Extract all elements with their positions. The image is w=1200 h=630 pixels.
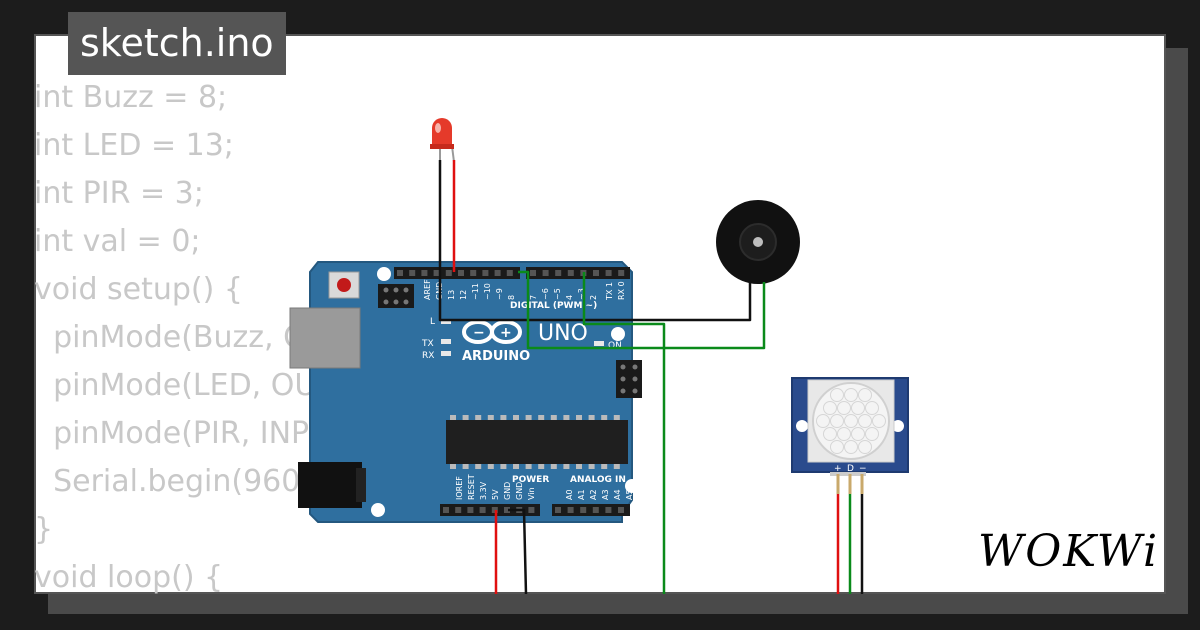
- bottom-pin-label: A2: [589, 489, 598, 500]
- circuit-diagram: − + UNO ARDUINO DIGITAL (PWM ~) L TX RX …: [289, 118, 909, 594]
- tx-label: TX: [421, 339, 434, 349]
- top-pin-label: ~6: [541, 288, 550, 300]
- bottom-pin-label: A4: [613, 489, 622, 500]
- piezo-buzzer[interactable]: [716, 200, 800, 284]
- led-l-label: L: [430, 317, 435, 327]
- bottom-pin-label: A0: [565, 489, 574, 500]
- wokwi-logo: WOKWi: [978, 526, 1160, 577]
- board-brand-label: ARDUINO: [462, 349, 530, 364]
- top-pin-label: 12: [459, 290, 468, 300]
- bottom-pin-label: RESET: [467, 474, 476, 500]
- top-pin-label: 4: [565, 295, 574, 300]
- top-pin-label: RX 0: [617, 281, 626, 300]
- top-pin-label: AREF: [423, 279, 432, 300]
- icsp-header: [378, 284, 414, 308]
- buzzer-positive-wire: [518, 270, 766, 350]
- bottom-pin-label: GND: [515, 482, 524, 500]
- rx-label: RX: [422, 351, 434, 361]
- usb-port: [289, 307, 361, 369]
- board-model-label: UNO: [538, 321, 588, 346]
- sketch-title: sketch.ino: [68, 12, 286, 75]
- bottom-pin-label: Vin: [527, 487, 536, 500]
- top-pin-label: ~10: [483, 283, 492, 300]
- gnd-wire: [508, 508, 528, 594]
- bottom-pin-label: A5: [625, 489, 634, 500]
- code-line: int PIR = 3;: [34, 176, 204, 211]
- power-label: POWER: [512, 475, 549, 485]
- digital-header-low: [526, 267, 630, 279]
- bottom-pin-label: A3: [601, 489, 610, 500]
- bottom-pin-label: 3.3V: [479, 481, 488, 500]
- bottom-pin-label: 5V: [491, 489, 500, 500]
- code-line: int LED = 13;: [34, 128, 234, 163]
- pir-data-wire: [582, 272, 666, 594]
- digital-label: DIGITAL (PWM ~): [510, 301, 597, 311]
- code-line: Serial.begin(9600);: [34, 464, 342, 499]
- svg-text:−: −: [473, 325, 485, 341]
- top-pin-label: 7: [529, 295, 538, 300]
- top-pin-label: ~5: [553, 288, 562, 300]
- wires: [438, 160, 864, 594]
- power-header: [440, 504, 540, 516]
- icsp-header-2: [616, 360, 642, 398]
- mount-hole: [611, 327, 625, 341]
- top-pin-label: TX 1: [605, 282, 614, 301]
- bottom-pin-label: A1: [577, 489, 586, 500]
- svg-text:+: +: [500, 325, 512, 341]
- arduino-infinity-logo: − +: [462, 320, 522, 344]
- code-line: void loop() {: [34, 560, 224, 595]
- mount-hole: [625, 479, 639, 493]
- code-line: void setup() {: [34, 272, 243, 307]
- arduino-uno-board[interactable]: − + UNO ARDUINO DIGITAL (PWM ~) L TX RX …: [289, 261, 642, 523]
- mount-hole: [377, 267, 391, 281]
- top-pin-label: 2: [589, 295, 598, 300]
- power-jack: [298, 462, 362, 508]
- bottom-pin-label: IOREF: [455, 476, 464, 500]
- pir-pin-vcc-label: +: [834, 464, 842, 474]
- top-pin-label: 8: [507, 295, 516, 300]
- pir-pin-data-label: D: [847, 464, 854, 474]
- analog-label: ANALOG IN: [570, 475, 626, 485]
- pir-motion-sensor[interactable]: + D −: [791, 377, 909, 494]
- led-cathode-wire: [438, 160, 752, 322]
- code-line: }: [34, 512, 54, 547]
- mount-hole: [371, 503, 385, 517]
- top-pin-label: ~9: [495, 288, 504, 300]
- pir-pin-gnd-label: −: [859, 464, 867, 474]
- red-led[interactable]: [430, 118, 455, 163]
- atmega-chip: [446, 420, 628, 464]
- on-label: ON: [608, 341, 622, 351]
- top-pin-label: 13: [447, 290, 456, 300]
- code-line: int val = 0;: [34, 224, 201, 259]
- bottom-pin-label: GND: [503, 482, 512, 500]
- code-line: int Buzz = 8;: [34, 80, 228, 115]
- top-pin-label: ~11: [471, 283, 480, 300]
- top-pin-label: ~3: [577, 288, 586, 300]
